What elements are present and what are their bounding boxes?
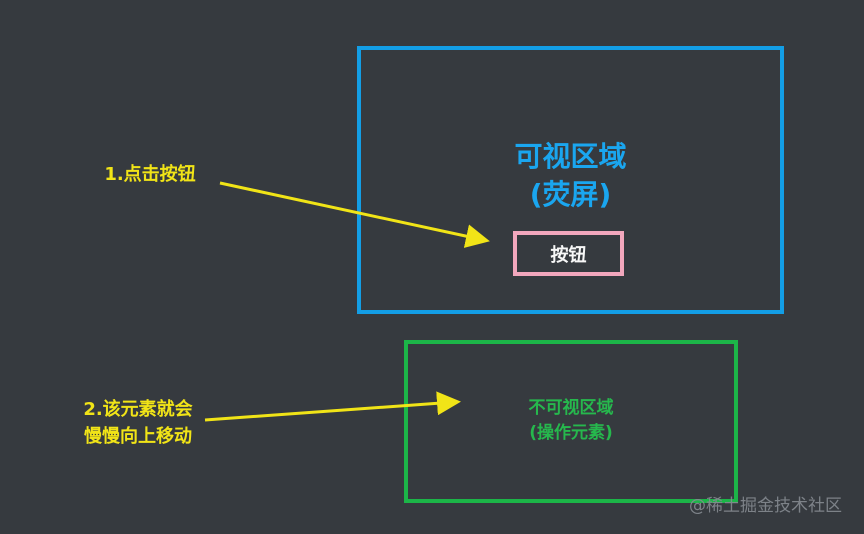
visible-area-title-line2: (荧屏) bbox=[529, 178, 612, 211]
annotation-step-2: 2.该元素就会 慢慢向上移动 bbox=[68, 396, 208, 450]
invisible-area-box bbox=[404, 340, 738, 503]
visible-area-title: 可视区域 (荧屏) bbox=[357, 138, 784, 214]
demo-button[interactable]: 按钮 bbox=[513, 231, 624, 276]
visible-area-title-line1: 可视区域 bbox=[514, 140, 627, 173]
invisible-area-title-line2: (操作元素) bbox=[529, 423, 613, 443]
annotation-step-2-line2: 慢慢向上移动 bbox=[84, 426, 192, 447]
demo-button-label: 按钮 bbox=[550, 244, 587, 266]
annotation-step-1: 1.点击按钮 bbox=[104, 164, 196, 185]
visible-area-box bbox=[357, 46, 784, 314]
invisible-area-title-line1: 不可视区域 bbox=[528, 398, 614, 418]
annotation-step-2-line1: 2.该元素就会 bbox=[83, 399, 193, 420]
watermark: @稀土掘金技术社区 bbox=[689, 496, 842, 516]
invisible-area-title: 不可视区域 (操作元素) bbox=[404, 396, 738, 446]
